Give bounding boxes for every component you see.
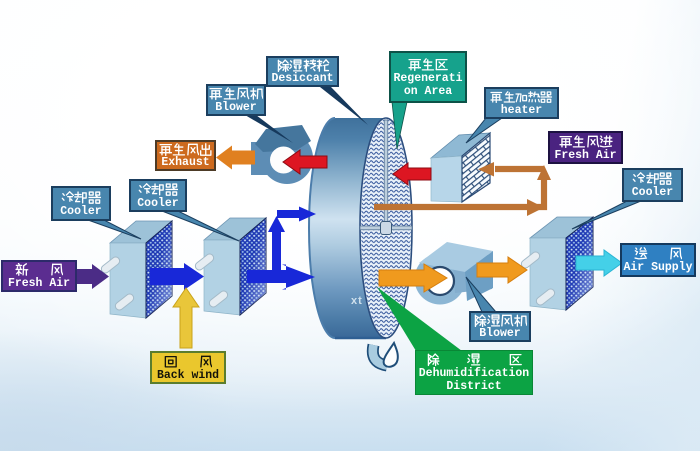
desiccant-label-en: Desiccant — [271, 72, 334, 86]
wheel-to-dehumid-fan-arrow — [378, 263, 448, 293]
ribbon-teardrop — [382, 340, 399, 368]
back-wind-label: Back wind — [150, 351, 226, 384]
back-wind-arrow — [172, 287, 200, 349]
cooler2-pipes — [194, 253, 229, 308]
heater-coil-face — [461, 131, 491, 204]
regen-air-duct — [374, 162, 551, 216]
dehumid-district-label: Dehumidification District — [415, 350, 533, 395]
bypass-right-arrow — [277, 206, 316, 222]
cooler-box-2 — [194, 216, 268, 317]
duct-arrowhead-left — [478, 162, 494, 177]
regen-fresh-air-label: Fresh Air — [548, 131, 623, 164]
regen-fan-top-facet — [255, 125, 311, 152]
air-supply-label-en: Air Supply — [623, 261, 693, 274]
regen-area-label-zh — [391, 57, 465, 72]
wheel-body — [309, 118, 386, 338]
cooler1-label: Cooler — [51, 186, 111, 221]
back-wind-label-zh — [152, 355, 224, 369]
exhaust-label-en: Exhaust — [161, 156, 210, 170]
cooler1-to-cooler2-arrow — [150, 263, 204, 290]
regen-blower-callout-tail — [245, 115, 293, 143]
regen-fresh-air-label-zh — [550, 134, 621, 149]
cooler2-label-en: Cooler — [137, 196, 179, 210]
regen-area-label-en1: Regenerati — [393, 71, 463, 85]
dehumid-fan-top-face — [419, 242, 493, 272]
desiccant-label: Desiccant — [266, 56, 339, 87]
cooler1-label-zh — [53, 190, 109, 205]
fresh-air-label-en: Fresh Air — [7, 277, 71, 290]
dehumid-district-label-zh — [416, 353, 532, 367]
air-supply-label: Air Supply — [620, 243, 696, 277]
fresh-air-label: Fresh Air — [1, 260, 77, 292]
watermark: xt — [351, 295, 363, 307]
dehumid-blower-label-zh — [471, 314, 529, 328]
dehumid-fan-to-cooler3-arrow — [476, 256, 528, 284]
regen-area-label-en2: on Area — [403, 84, 453, 98]
flow-arrows — [76, 145, 623, 349]
cooler1-pipes — [100, 256, 135, 311]
wheel-to-regen-fan-arrow — [282, 149, 328, 175]
cooler3-label-en: Cooler — [631, 186, 674, 199]
duct-arrowhead-right — [527, 199, 544, 216]
regen-blower-label: Blower — [206, 84, 266, 116]
desiccant-label-zh — [268, 58, 337, 73]
cooler2-label-zh — [131, 182, 185, 197]
fresh-air-arrow — [76, 264, 109, 289]
regen-blower-label-en: Blower — [215, 101, 257, 114]
cooler2-coil-sheen — [240, 218, 266, 315]
heater-label-zh — [486, 90, 557, 104]
dehumid-blower-label: Blower — [469, 311, 531, 342]
dehumid-district-label-en1: Dehumidification — [418, 367, 530, 380]
heater-box — [429, 131, 492, 204]
regen-fresh-air-label-en: Fresh Air — [554, 148, 617, 162]
dehumid-district-callout-tail — [377, 287, 462, 351]
exhaust-arrow — [216, 145, 255, 170]
air-supply-arrow — [575, 249, 623, 277]
cooler2-label: Cooler — [129, 179, 187, 212]
desiccant-callout-tail — [320, 87, 368, 125]
duct-lower-run — [374, 180, 548, 211]
regen-blower-label-zh — [208, 87, 264, 101]
duct-arrowhead-up — [537, 165, 551, 180]
wheel-left-rim — [308, 117, 336, 339]
heater-front-face — [430, 155, 463, 203]
cooler-box-3 — [520, 215, 595, 312]
dehumid-blower-label-en: Blower — [479, 327, 521, 341]
regen-area-label: Regenerati on Area — [389, 51, 467, 103]
heater-label-en: heater — [500, 104, 543, 117]
callout-tails — [87, 87, 642, 351]
regen-blower-fan — [251, 125, 313, 184]
cooler3-label: Cooler — [622, 168, 683, 202]
dehumid-district-label-en2: District — [446, 380, 502, 393]
fresh-air-label-zh — [3, 263, 75, 277]
bypass-up-arrow — [268, 216, 285, 271]
cooler3-pipes — [520, 251, 556, 306]
wheel-hub — [380, 221, 392, 235]
cooler3-label-zh — [624, 172, 681, 186]
heater-to-wheel-arrow — [392, 162, 432, 186]
cooler2-to-wheel-arrow — [247, 264, 315, 290]
back-wind-label-en: Back wind — [156, 368, 220, 382]
rotation-ribbon-icon — [366, 340, 399, 372]
exhaust-label: Exhaust — [155, 140, 216, 171]
cooler1-label-en: Cooler — [60, 204, 102, 218]
heater-label: heater — [484, 87, 559, 119]
air-supply-label-zh — [622, 247, 694, 261]
exhaust-label-zh — [157, 142, 214, 157]
cooler3-callout-tail — [571, 200, 642, 230]
